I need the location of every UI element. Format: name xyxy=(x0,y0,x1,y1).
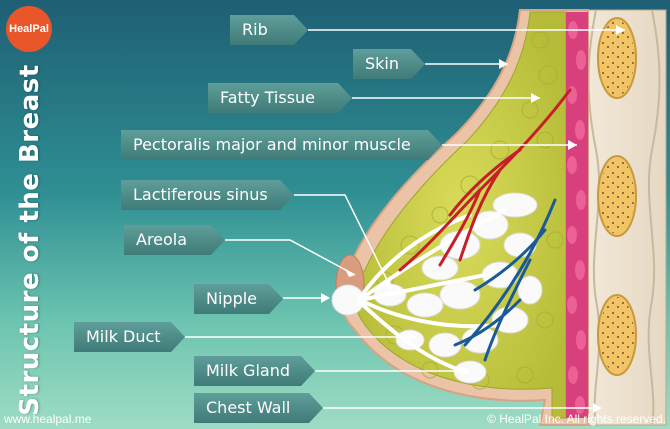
arrow-heads xyxy=(321,25,625,413)
veins xyxy=(453,198,557,362)
copyright: © HealPal Inc. All rights reserved. xyxy=(487,412,666,426)
label-areola: Areola xyxy=(124,225,225,255)
rib-bones xyxy=(597,17,637,376)
leader-lines xyxy=(185,29,625,409)
label-chest-wall: Chest Wall xyxy=(194,393,323,423)
label-nipple: Nipple xyxy=(194,284,283,314)
label-lactiferous-sinus: Lactiferous sinus xyxy=(121,180,294,210)
arteries xyxy=(398,88,572,272)
label-milk-duct: Milk Duct xyxy=(74,322,185,352)
healpal-logo: HealPal xyxy=(6,6,52,52)
label-pectoralis: Pectoralis major and minor muscle xyxy=(121,130,442,160)
label-rib: Rib xyxy=(230,15,308,45)
label-milk-gland: Milk Gland xyxy=(194,356,315,386)
logo-text: HealPal xyxy=(9,23,49,35)
page-title: Structure of the Breast xyxy=(15,64,45,416)
milk-glands xyxy=(395,192,543,384)
website-link[interactable]: www.healpal.me xyxy=(4,412,92,426)
milk-ducts xyxy=(358,208,512,374)
pectoralis-muscle xyxy=(566,12,588,418)
muscle-texture xyxy=(567,21,586,414)
label-fatty-tissue: Fatty Tissue xyxy=(208,83,352,113)
label-skin: Skin xyxy=(353,49,425,79)
fat-texture xyxy=(376,31,564,390)
